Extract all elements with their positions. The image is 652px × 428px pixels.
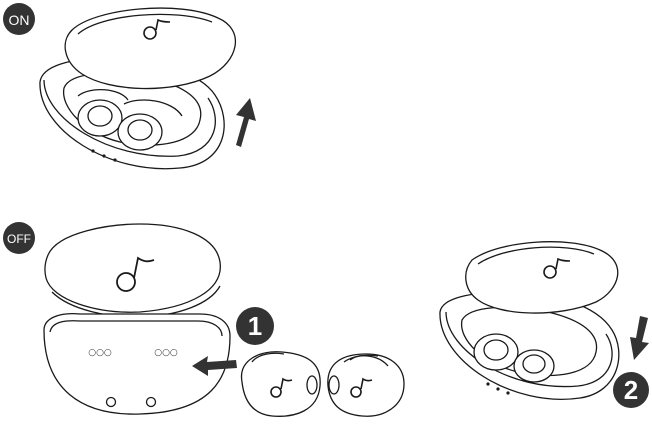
- off-badge: OFF: [3, 222, 35, 254]
- soundcore-logo-icon: [116, 256, 155, 292]
- on-badge-label: ON: [9, 12, 30, 28]
- case-lid-top-view: [44, 223, 221, 318]
- on-section: ON: [3, 3, 256, 170]
- soundcore-logo-icon: [350, 377, 373, 398]
- left-charging-contacts: ○○○: [88, 348, 112, 358]
- step-one-badge: 1: [236, 307, 274, 345]
- soundcore-logo-icon: [143, 18, 171, 40]
- step-two-label: 2: [624, 375, 638, 405]
- arrow-up-icon: [236, 98, 256, 147]
- arrow-down-icon: [630, 316, 649, 360]
- step-two-badge: 2: [613, 372, 649, 408]
- soundcore-logo-icon: [270, 377, 293, 398]
- step-one-label: 1: [248, 311, 262, 341]
- earbuds-pair: [240, 351, 405, 417]
- closing-case: [439, 241, 620, 400]
- arrow-left-icon: [192, 356, 237, 376]
- open-case: [39, 7, 236, 170]
- off-badge-label: OFF: [7, 232, 31, 246]
- off-section: OFF ○○○ ○○○ 1: [3, 222, 649, 417]
- soundcore-logo-icon: [543, 257, 571, 279]
- right-charging-contacts: ○○○: [154, 348, 178, 358]
- on-badge: ON: [3, 3, 35, 35]
